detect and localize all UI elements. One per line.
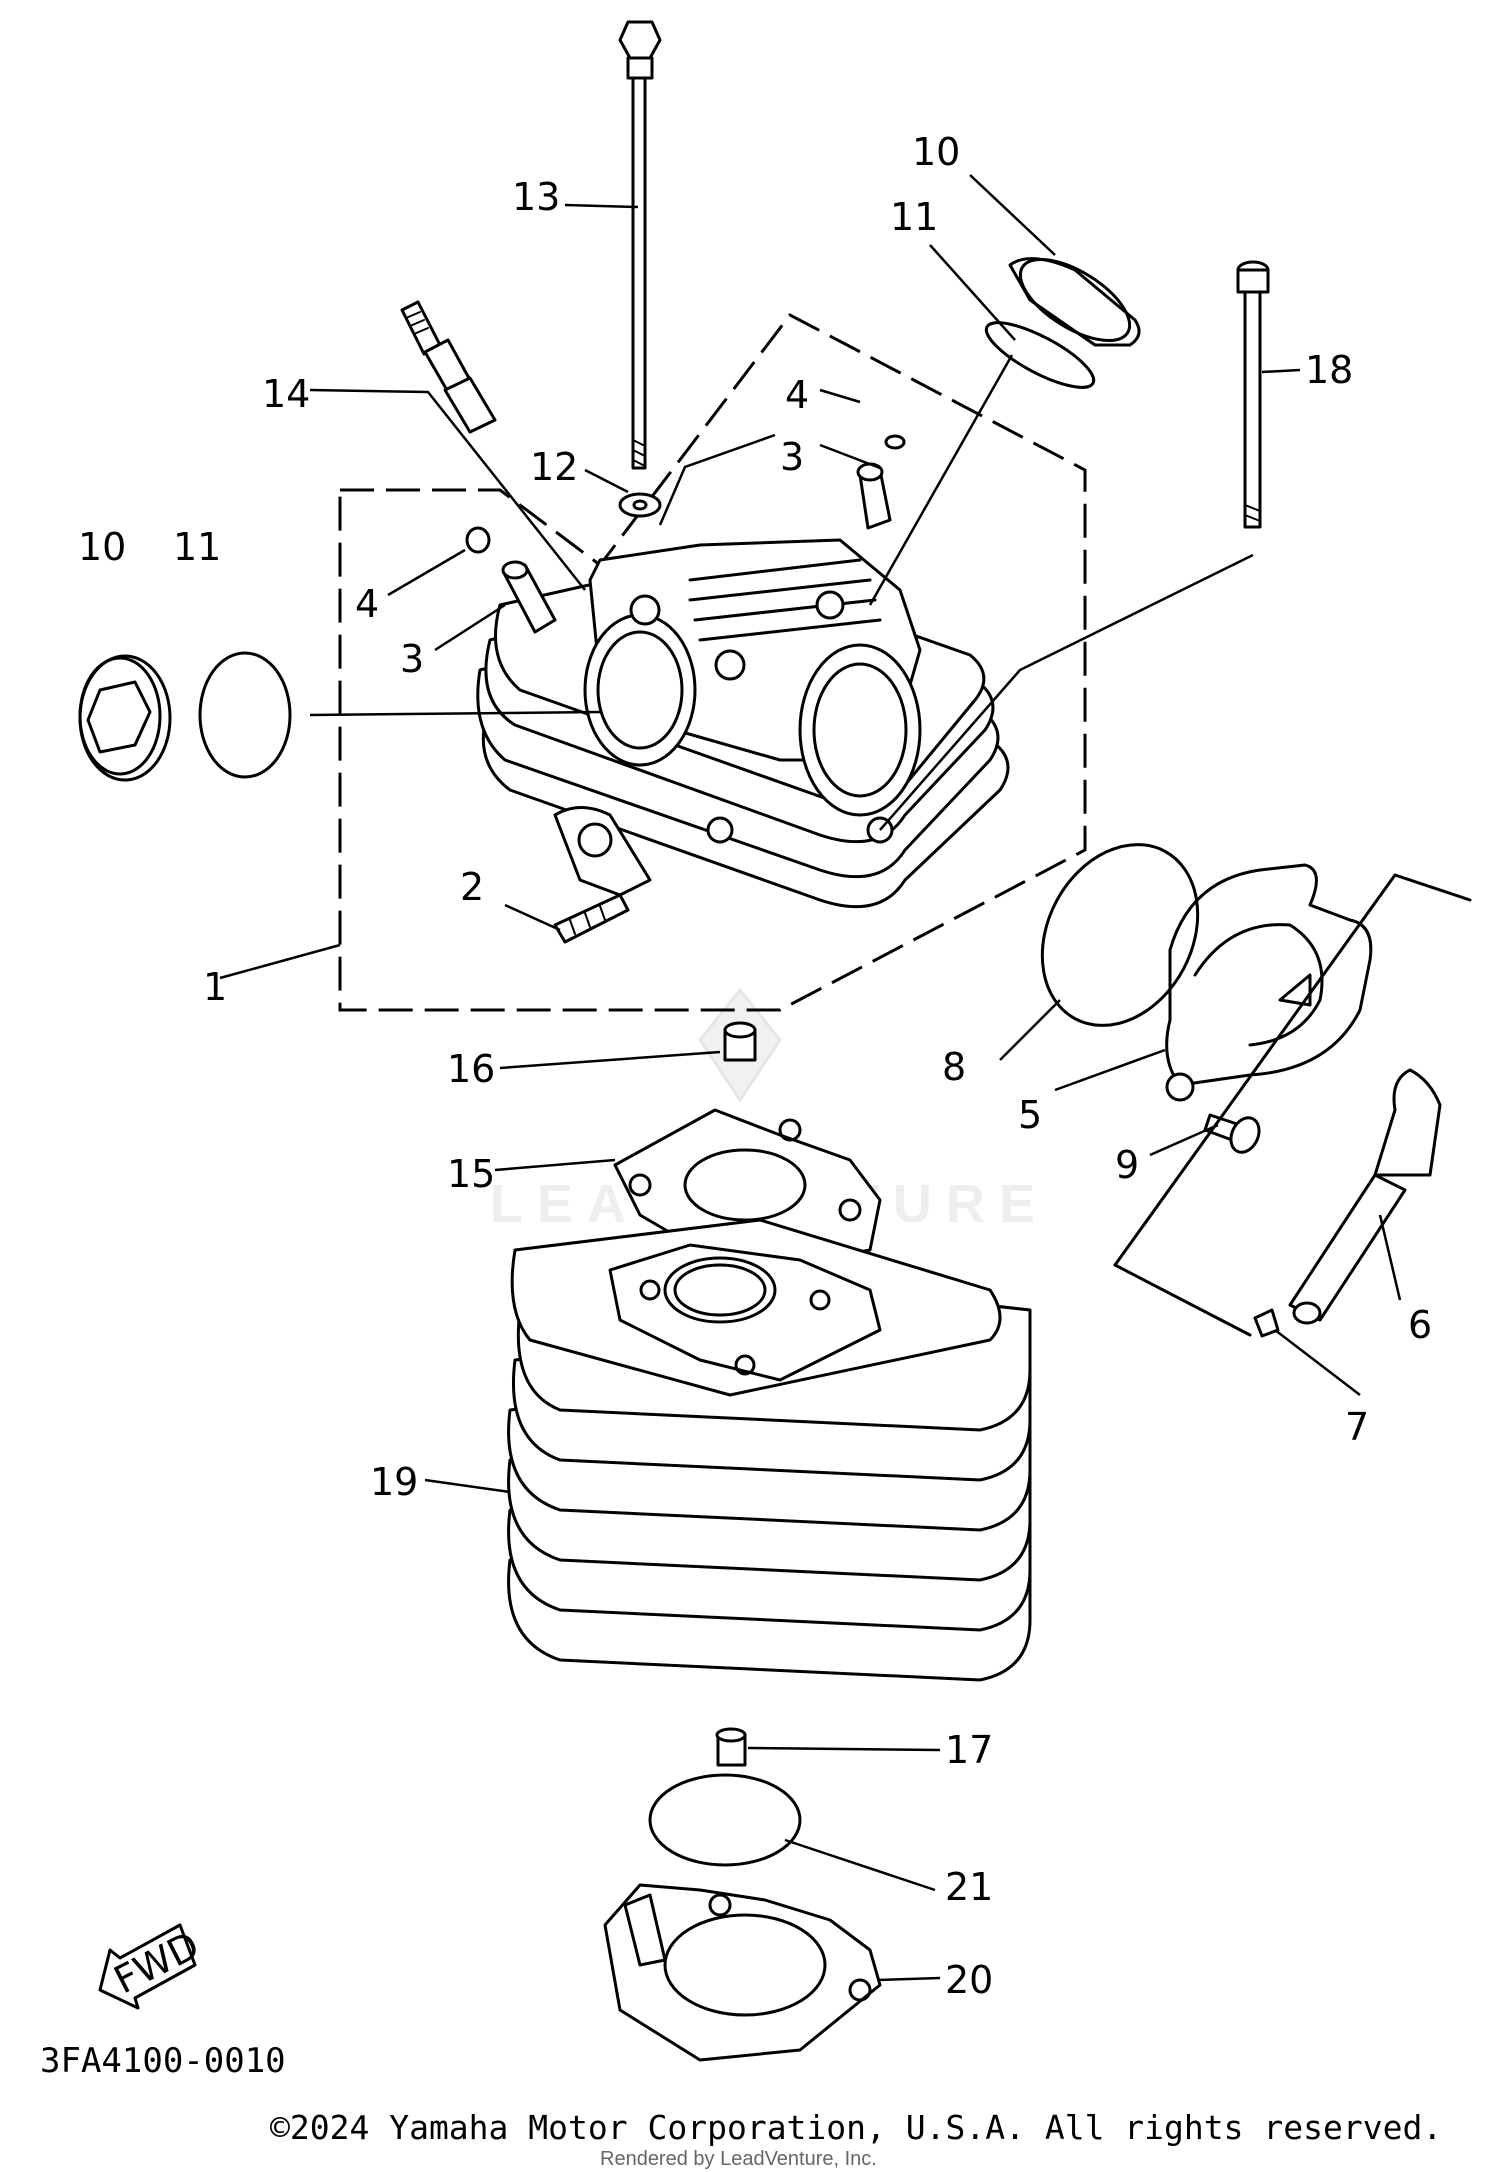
callout-9: 9 — [1115, 1143, 1139, 1187]
callout-18: 18 — [1305, 348, 1353, 392]
cylinder-head-assembly-frame — [338, 313, 1087, 1012]
circlip-right — [884, 434, 906, 450]
callouts: 1 2 3 3 4 4 5 6 7 8 9 10 10 11 11 12 13 … — [78, 130, 1432, 2002]
stud-bolt — [553, 893, 630, 944]
callout-19: 19 — [370, 1460, 418, 1504]
callout-3-left: 3 — [400, 637, 424, 681]
leader-lines — [219, 174, 1402, 1982]
callout-21: 21 — [945, 1865, 993, 1909]
washer — [618, 492, 662, 518]
circlip-left — [465, 526, 491, 554]
dowel-pin-lower — [715, 1727, 747, 1767]
callout-6: 6 — [1408, 1303, 1432, 1347]
o-ring-cover — [1040, 843, 1200, 1027]
callout-13: 13 — [512, 175, 560, 219]
copyright-notice: ©2024 Yamaha Motor Corporation, U.S.A. A… — [270, 2108, 1443, 2147]
fwd-label: FWD — [107, 1923, 206, 2002]
callout-10-top: 10 — [912, 130, 960, 174]
callout-11-left: 11 — [173, 525, 221, 569]
callout-5: 5 — [1018, 1093, 1042, 1137]
dowel-pin-upper — [723, 1021, 757, 1062]
screw — [1203, 1113, 1261, 1154]
callout-14: 14 — [262, 372, 310, 416]
callout-1: 1 — [203, 965, 227, 1009]
forward-arrow: FWD — [98, 1923, 206, 2010]
spark-plug — [400, 300, 497, 434]
cylinder-block — [507, 1218, 1032, 1682]
callout-17: 17 — [945, 1728, 993, 1772]
catalog-code: 3FA4100-0010 — [40, 2041, 286, 2081]
callout-15: 15 — [447, 1152, 495, 1196]
valve-guide-left — [501, 560, 557, 634]
callout-8: 8 — [942, 1045, 966, 1089]
callout-4-right: 4 — [785, 373, 809, 417]
long-bolt — [618, 20, 662, 470]
o-ring-left — [198, 651, 292, 779]
callout-2: 2 — [460, 865, 484, 909]
breather-hose-frame — [1113, 873, 1472, 1337]
callout-12: 12 — [530, 445, 578, 489]
breather-cover — [1165, 863, 1373, 1102]
callout-16: 16 — [447, 1047, 495, 1091]
hose-clamp — [1253, 1308, 1280, 1338]
callout-7: 7 — [1345, 1405, 1369, 1449]
bolt-right — [1236, 260, 1270, 529]
base-gasket — [603, 1883, 882, 2062]
callout-10-left: 10 — [78, 525, 126, 569]
callout-4-left: 4 — [355, 582, 379, 626]
tappet-cover-top — [1008, 257, 1141, 347]
valve-guide-right — [856, 462, 892, 530]
callout-11-top: 11 — [890, 195, 938, 239]
cylinder-o-ring — [648, 1773, 802, 1867]
tappet-cover-left — [78, 654, 172, 782]
rendered-by: Rendered by LeadVenture, Inc. — [600, 2148, 877, 2170]
callout-3-right: 3 — [780, 435, 804, 479]
breather-hose — [1288, 1068, 1442, 1325]
callout-20: 20 — [945, 1958, 993, 2002]
cylinder-head — [476, 538, 1010, 909]
o-ring-top — [984, 321, 1096, 389]
